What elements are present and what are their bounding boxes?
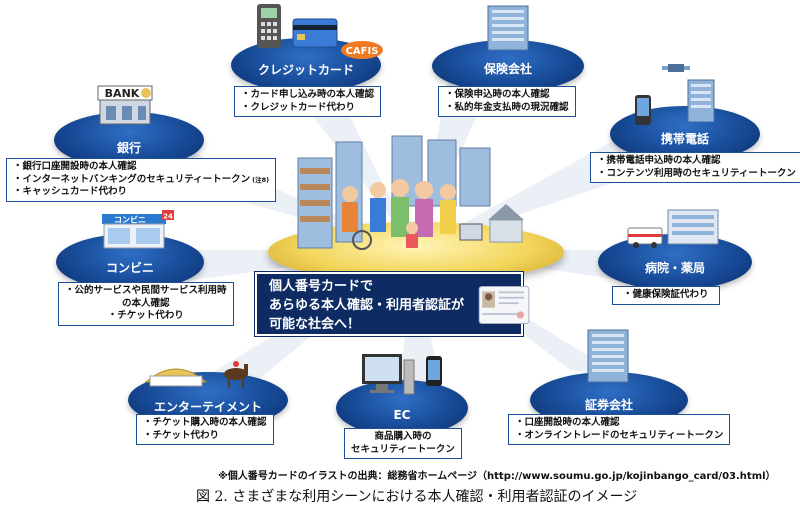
payment-terminal-icon [257, 4, 281, 48]
securities-label: 証券会社 [584, 398, 633, 412]
svg-text:24: 24 [163, 213, 173, 221]
skyscraper-icon [587, 329, 629, 383]
entertainment-label: エンターテイメント [153, 400, 262, 414]
bank-label: 銀行 [116, 141, 141, 155]
svg-text:BANK: BANK [105, 87, 140, 100]
entertainment-details: ・チケット購入時の本人確認 ・チケット代わり [136, 414, 274, 445]
image-source-footnote: ※個人番号カードのイラストの出典：総務省ホームページ（http://www.so… [218, 471, 776, 482]
hospital-label: 病院・薬局 [644, 261, 705, 275]
ec-ellipse: EC [336, 380, 468, 436]
office-building-icon [487, 5, 529, 51]
convenience-label: コンビニ [105, 261, 154, 275]
credit-card-icon [292, 18, 338, 48]
stadium-racehorse-icon [144, 361, 248, 388]
mobile-label: 携帯電話 [660, 132, 709, 146]
tower-satellite-icon [662, 64, 715, 122]
convenience-details: ・公的サービスや民間サービス利用時 の本人確認 ・チケット代わり [58, 282, 234, 326]
bank-details: ・銀行口座開設時の本人確認 ・インターネットバンキングのセキュリティートークン(… [6, 158, 277, 202]
svg-text:コンビニ: コンビニ [114, 215, 146, 225]
mobile-details: ・携帯電話申込時の本人確認 ・コンテンツ利用時のセキュリティートークン [590, 152, 800, 183]
ec-label: EC [393, 408, 411, 422]
credit-card-details: ・カード申し込み時の本人確認 ・クレジットカード代わり [234, 86, 382, 117]
bank-building-icon: BANK [97, 85, 153, 125]
center-message-banner: 個人番号カードで あらゆる本人確認・利用者認証が 可能な社会へ！ [254, 271, 524, 337]
center-message-line-2: あらゆる本人確認・利用者認証が [269, 298, 465, 313]
figure-caption: 図 2. さまざまな利用シーンにおける本人確認・利用者認証のイメージ [196, 489, 638, 505]
footnote-marker: (注8) [252, 175, 270, 184]
my-number-card-icon [478, 286, 530, 324]
svg-text:CAFIS: CAFIS [346, 46, 379, 57]
ec-details: 商品購入時の セキュリティートークン [344, 428, 462, 459]
computer-phone-icon [362, 354, 442, 395]
insurance-details: ・保険申込時の本人確認 ・私的年金支払時の現況確認 [438, 86, 576, 117]
ambulance-hospital-icon [627, 209, 719, 248]
credit-card-label: クレジットカード [257, 63, 354, 77]
convenience-store-icon: コンビニ 24 [102, 210, 174, 249]
hospital-ellipse: 病院・薬局 [598, 234, 752, 290]
center-message-line-1: 個人番号カードで [269, 279, 374, 294]
mobile-phone-icon [635, 95, 651, 125]
convenience-ellipse: コンビニ [56, 234, 204, 290]
securities-details: ・口座開設時の本人確認 ・オンライントレードのセキュリティートークン [508, 414, 731, 445]
town-people-illustration [297, 135, 524, 250]
hospital-details: ・健康保険証代わり [612, 286, 720, 305]
cafis-badge: CAFIS [341, 41, 383, 59]
center-message-line-3: 可能な社会へ！ [269, 317, 361, 332]
insurance-label: 保険会社 [483, 62, 532, 76]
